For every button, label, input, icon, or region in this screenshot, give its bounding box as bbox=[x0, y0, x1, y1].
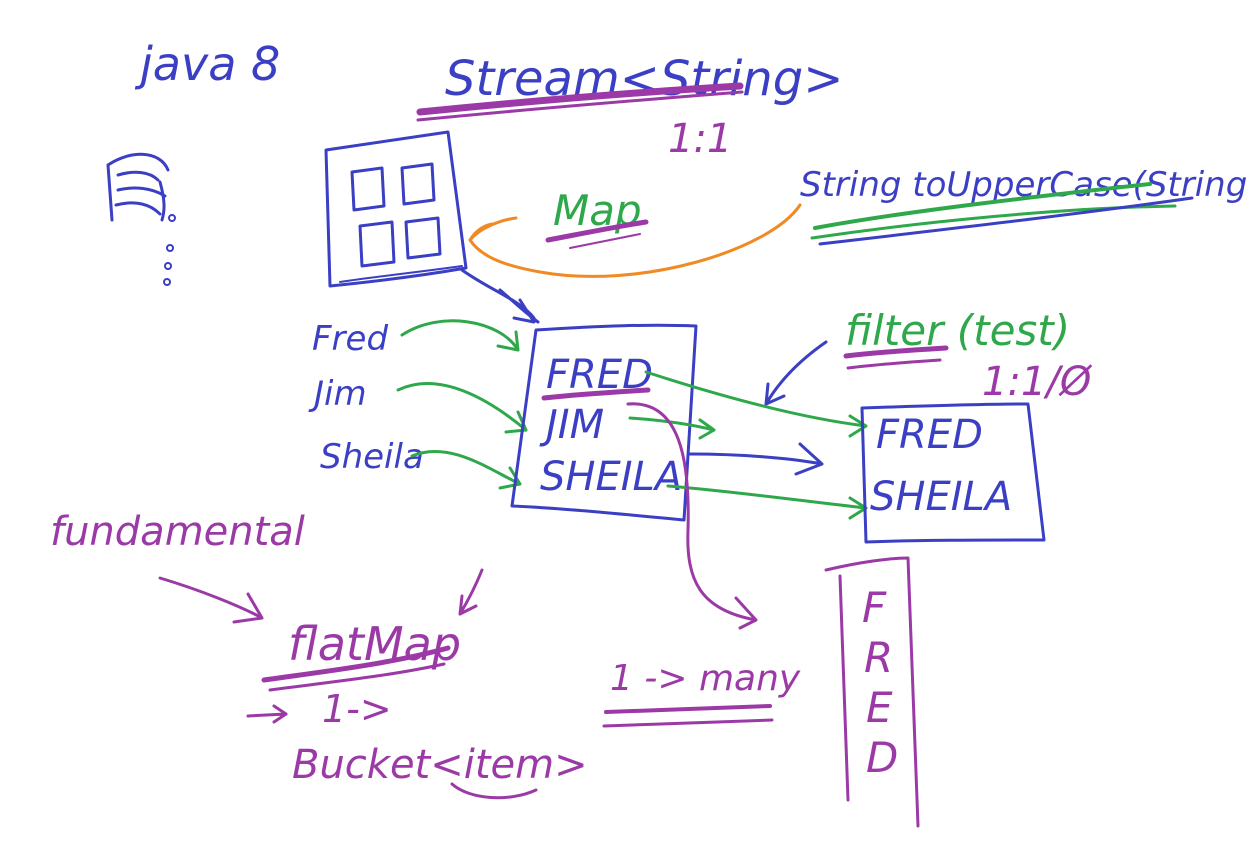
flatmap-curve-arrow bbox=[626, 402, 758, 630]
vertical-letter-e: E bbox=[866, 683, 893, 732]
one-to-many-underline-2 bbox=[602, 718, 774, 728]
filtered-box bbox=[860, 402, 1046, 544]
mapped-box bbox=[510, 323, 698, 522]
function-underline-1 bbox=[813, 182, 1152, 230]
vertical-letter-r: R bbox=[864, 633, 893, 682]
one-to-label: 1-> bbox=[322, 687, 392, 731]
filtered-item-sheila: SHEILA bbox=[870, 474, 1012, 520]
vertical-letters-box bbox=[824, 556, 920, 828]
filter-pointer-arrow bbox=[764, 340, 828, 406]
map-underline-2 bbox=[569, 233, 641, 249]
one-to-many-label: 1 -> many bbox=[610, 658, 801, 699]
vertical-letter-d: D bbox=[866, 733, 898, 782]
stream-heading: Stream<String> bbox=[445, 51, 843, 107]
map-function-arrow bbox=[468, 203, 802, 278]
mapped-item-jim: JIM bbox=[539, 402, 604, 448]
map-underline bbox=[545, 219, 649, 243]
names-to-mapped-arrows bbox=[396, 319, 528, 490]
filtered-item-fred: FRED bbox=[876, 412, 983, 458]
stream-underline-2 bbox=[416, 90, 744, 122]
stack-doodle-icon bbox=[106, 152, 176, 286]
flatmap-underline bbox=[261, 645, 451, 683]
vertical-letter-f: F bbox=[862, 583, 887, 632]
filter-underline bbox=[843, 345, 949, 359]
one-to-many-underline bbox=[604, 704, 772, 714]
mapped-item-sheila: SHEILA bbox=[540, 454, 682, 500]
fred-underline bbox=[541, 387, 651, 401]
fundamental-arrow bbox=[158, 576, 264, 624]
filter-ratio: 1:1/Ø bbox=[982, 359, 1093, 405]
function-underline-3 bbox=[818, 196, 1194, 246]
stream-box bbox=[324, 130, 468, 288]
source-name-sheila: Sheila bbox=[320, 437, 424, 477]
map-ratio: 1:1 bbox=[668, 116, 732, 162]
filter-label: filter (test) bbox=[845, 306, 1070, 355]
source-name-fred: Fred bbox=[312, 319, 388, 359]
java-heading: java 8 bbox=[134, 37, 280, 91]
bucket-label: Bucket<item> bbox=[292, 742, 588, 788]
filter-underline-2 bbox=[846, 358, 942, 370]
bucket-lead-arrow bbox=[246, 704, 288, 724]
map-label: Map bbox=[553, 186, 642, 235]
source-name-jim: Jim bbox=[308, 374, 367, 414]
flatmap-underline-2 bbox=[268, 662, 446, 692]
bucket-tail bbox=[450, 782, 538, 800]
stream-to-mapped-arrow bbox=[460, 268, 540, 324]
fundamental-label: fundamental bbox=[50, 509, 305, 555]
stream-underline bbox=[416, 82, 744, 116]
function-underline-2 bbox=[810, 204, 1177, 240]
flatmap-side-arrow bbox=[458, 568, 484, 616]
